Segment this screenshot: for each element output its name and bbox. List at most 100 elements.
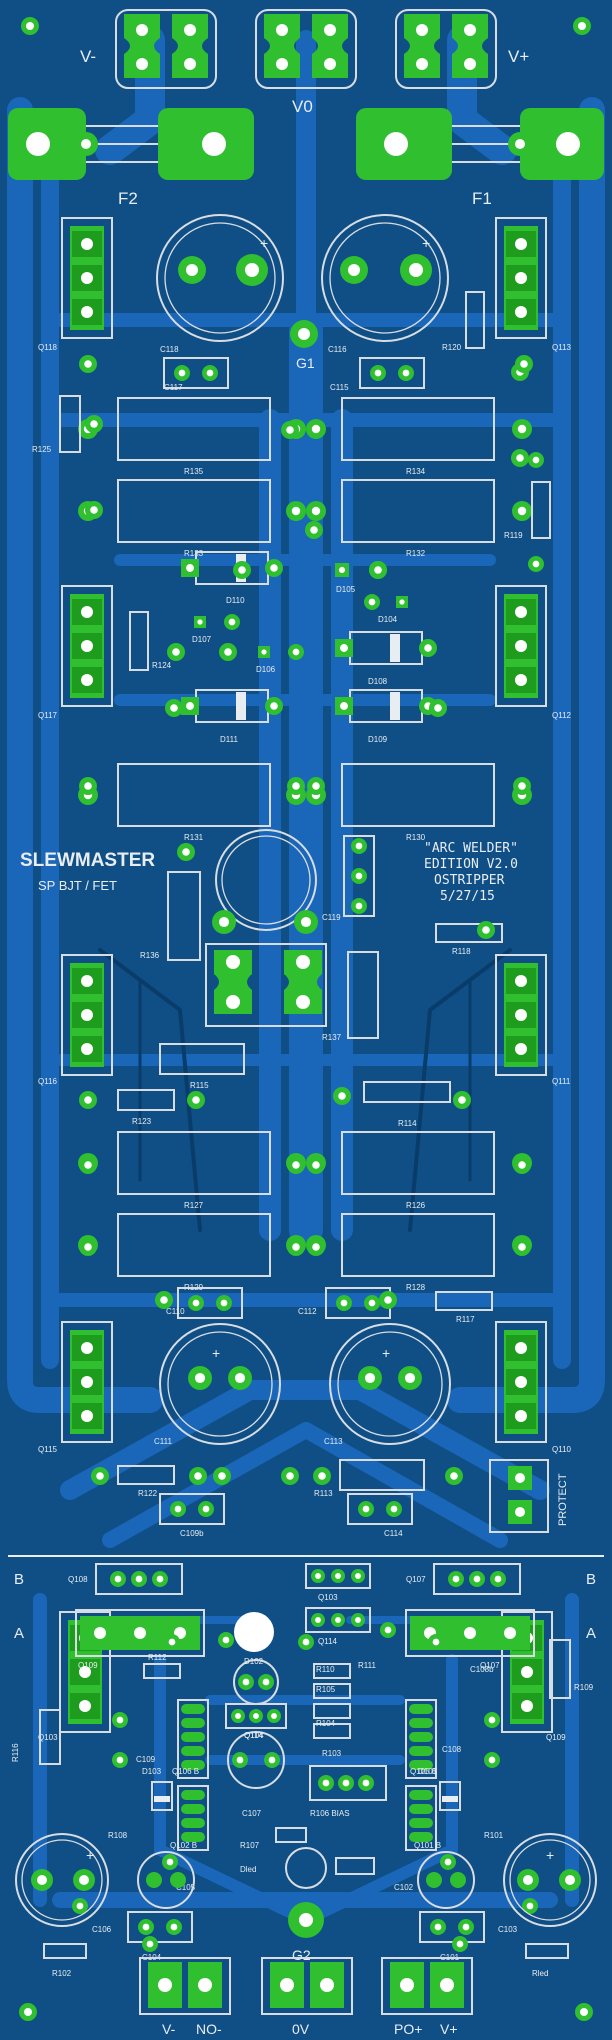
diode-label: D106 — [256, 665, 276, 674]
transistor-label: Q103 — [318, 1593, 338, 1602]
ic-body — [405, 1699, 437, 1779]
resistor-label: R130 — [406, 833, 426, 842]
capacitor-label: C106 — [92, 1925, 112, 1934]
resistor-label: R110 — [316, 1665, 335, 1674]
resistor-label: R112 — [148, 1653, 167, 1662]
top-terminal-pads — [124, 14, 488, 78]
resistor-label: R120 — [442, 343, 462, 352]
resistor-label: R104 — [316, 1719, 336, 1728]
resistor-label: Rled — [532, 1969, 548, 1978]
transistor-label: Q111 — [552, 1077, 571, 1086]
capacitor-label: C115 — [330, 383, 349, 392]
resistor-label: R114 — [398, 1119, 417, 1128]
ic-label: Q104 — [244, 1731, 264, 1740]
resistor-label: R105 — [316, 1685, 336, 1694]
resistor-body — [117, 397, 271, 461]
diode-label: D108 — [368, 677, 388, 686]
resistor-label: R136 — [140, 951, 160, 960]
resistor-label: R109 — [574, 1683, 594, 1692]
ic-label: Q106 B — [172, 1767, 199, 1776]
capacitor-label: C110 — [166, 1307, 185, 1316]
svg-text:+: + — [260, 235, 268, 251]
label-bottom-popos: PO+ — [394, 2021, 422, 2037]
transistor — [75, 1609, 205, 1657]
resistor-label: R118 — [452, 947, 471, 956]
resistor-body — [117, 479, 271, 543]
ic-label: Q102 B — [170, 1841, 197, 1850]
capacitor-label: C108 — [442, 1745, 462, 1754]
protect-label: PROTECT — [557, 1473, 569, 1526]
capacitor-body — [159, 1493, 225, 1525]
resistor-label: R122 — [138, 1489, 158, 1498]
top-terminals — [115, 9, 497, 89]
transistor — [405, 1609, 535, 1657]
transistor-label: Q112 — [552, 711, 572, 720]
transistor-label: Q117 — [38, 711, 58, 720]
label-top-v0: V0 — [292, 97, 313, 116]
resistor-label: R116 — [11, 1743, 20, 1762]
ic-body — [177, 1785, 209, 1851]
transistor — [495, 217, 547, 339]
ic-body — [177, 1699, 209, 1779]
diode-label: D102 — [244, 1657, 264, 1666]
resistor-label: R101 — [484, 1831, 504, 1840]
resistor-label: R119 — [504, 531, 523, 540]
resistor-body — [341, 1131, 495, 1195]
section-mark-b-right: B — [586, 1571, 596, 1588]
transistor — [495, 1321, 547, 1443]
transistor-label: Q109 — [546, 1733, 566, 1742]
resistor-label: R137 — [322, 1033, 342, 1042]
transistor-label: Q113 — [552, 343, 572, 352]
board-title: SLEWMASTER — [20, 850, 155, 871]
diode-label: D101 — [418, 1767, 438, 1776]
transistor-label: Q114 — [318, 1637, 338, 1646]
diode-label: D105 — [336, 585, 356, 594]
resistor-label: R113 — [314, 1489, 333, 1498]
transistor — [61, 954, 113, 1076]
svg-text:+: + — [546, 1847, 554, 1863]
transistor — [61, 585, 113, 707]
capacitor-label: C103 — [498, 1925, 518, 1934]
transistor — [495, 954, 547, 1076]
resistor-label: R103 — [322, 1749, 342, 1758]
capacitor-label: C107 — [242, 1809, 262, 1818]
label-bottom-nodneg: NO- — [196, 2021, 222, 2037]
resistor-body — [341, 397, 495, 461]
capacitor-label: C108b — [470, 1665, 494, 1674]
resistor-label: R111 — [358, 1661, 376, 1670]
diode-label: D104 — [378, 615, 398, 624]
capacitor-label: C113 — [324, 1437, 343, 1446]
section-mark-a-right: A — [586, 1625, 596, 1642]
transistor — [61, 217, 113, 339]
resistor-label: R115 — [190, 1081, 209, 1090]
capacitor-label: C112 — [298, 1307, 317, 1316]
fuse-label-f1: F1 — [472, 189, 492, 208]
ground-label-g2: G2 — [292, 1947, 311, 1963]
capacitor-label: C109b — [180, 1529, 204, 1538]
transistor-label: Q110 — [552, 1445, 572, 1454]
resistor-label: R134 — [406, 467, 426, 476]
section-mark-a-left: A — [14, 1625, 24, 1642]
capacitor-body — [347, 1493, 413, 1525]
bottom-terminals — [139, 1957, 473, 2015]
fuse-label-f2: F2 — [118, 189, 138, 208]
transistor — [495, 585, 547, 707]
resistor-label: R117 — [456, 1315, 475, 1324]
resistor-label: R127 — [184, 1201, 204, 1210]
capacitor-label: C116 — [328, 345, 347, 354]
capacitor-body — [127, 1911, 193, 1943]
svg-text:+: + — [86, 1847, 94, 1863]
resistor-label: R123 — [132, 1117, 152, 1126]
diode-label: D109 — [368, 735, 388, 744]
resistor-label: R135 — [184, 467, 204, 476]
transistor-label: Q107 — [480, 1661, 500, 1670]
edition-line-4: 5/27/15 — [440, 889, 495, 904]
capacitor-label: C109 — [136, 1755, 156, 1764]
transistor — [61, 1321, 113, 1443]
svg-text:+: + — [382, 1345, 390, 1361]
resistor-label: R131 — [184, 833, 204, 842]
resistor-label: R125 — [32, 445, 52, 454]
resistor-body — [341, 1213, 495, 1277]
ic-body — [405, 1785, 437, 1851]
transistor-label: Q109 — [78, 1661, 98, 1670]
